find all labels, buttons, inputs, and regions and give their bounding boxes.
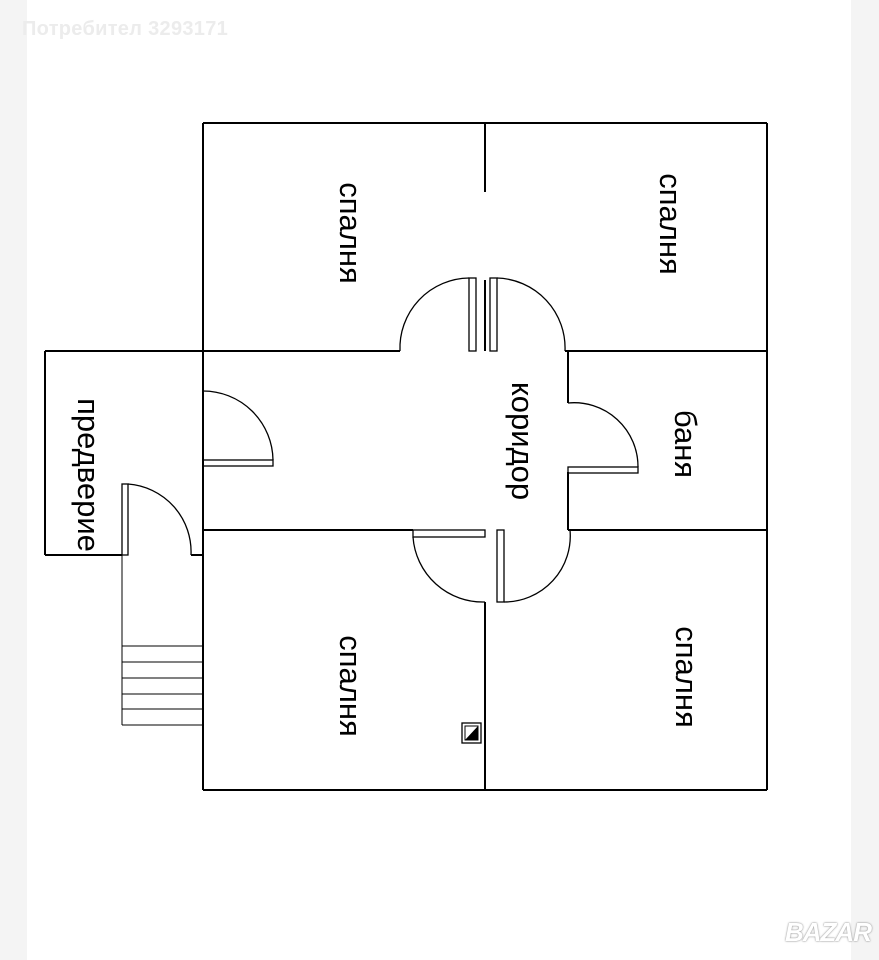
room-label-vestibule: предверие bbox=[71, 398, 106, 552]
entrance-stairs bbox=[121, 555, 204, 726]
door-leaf-top-right bbox=[489, 277, 498, 352]
user-watermark: Потребител 3293171 bbox=[22, 18, 229, 40]
door-leaf-bottom-left bbox=[412, 529, 486, 538]
door-swing-top-left bbox=[399, 277, 470, 352]
room-label-bedroom-bottom-right: спалня bbox=[669, 626, 704, 728]
room-label-bedroom-top-left: спалня bbox=[333, 182, 368, 284]
door-swing-top-right bbox=[496, 277, 566, 352]
door-leaf-bottom-right bbox=[496, 529, 505, 603]
room-label-corridor: коридор bbox=[505, 382, 540, 500]
door-leaf-entrance bbox=[121, 483, 129, 556]
room-label-bedroom-top-right: спалня bbox=[653, 173, 688, 275]
room-label-bedroom-bottom-left: спалня bbox=[333, 635, 368, 737]
door-swing-entrance bbox=[127, 483, 192, 556]
room-label-bathroom: баня bbox=[668, 410, 703, 478]
door-swing-bottom-right bbox=[503, 529, 571, 603]
door-leaf-top-left bbox=[468, 277, 477, 352]
door-leaf-bathroom bbox=[567, 466, 639, 474]
door-swing-living bbox=[202, 390, 274, 461]
door-leaf-living bbox=[202, 459, 274, 467]
chimney-symbol bbox=[461, 722, 482, 744]
door-swing-bathroom bbox=[567, 402, 639, 468]
door-swing-bottom-left bbox=[412, 536, 486, 603]
bazar-logo: BAZAR bbox=[785, 917, 872, 947]
drawing-sheet bbox=[27, 0, 851, 960]
